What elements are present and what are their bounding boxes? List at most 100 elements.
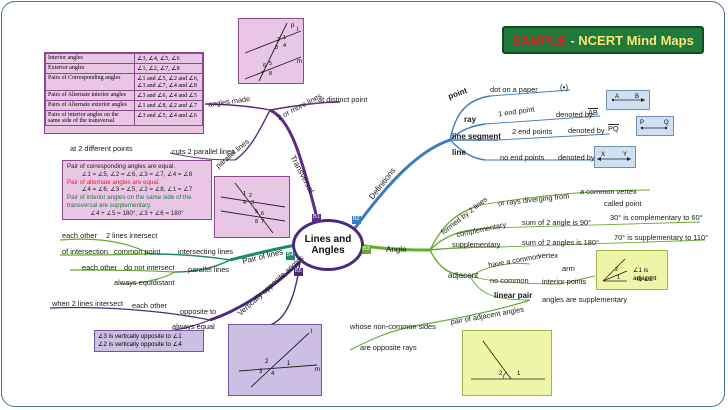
branch-vertically	[209, 260, 302, 322]
link-supplementary	[429, 246, 501, 251]
figure-transversal-svg: p l m 1 2 3 4 5 6 7 8	[244, 22, 302, 82]
label-ray-symbol: AB	[588, 108, 598, 117]
link-linear	[349, 299, 531, 351]
label-two-intersect: 2 lines intersect	[106, 231, 158, 240]
svg-text:1: 1	[517, 371, 521, 377]
branch-transversal	[269, 108, 320, 223]
branch-badge-b4: B4	[286, 252, 295, 260]
link-complementary	[429, 227, 491, 251]
link-opposite	[49, 306, 211, 321]
prop-1: Pair of corresponding angles are equal.	[67, 163, 176, 170]
svg-text:4: 4	[271, 371, 275, 377]
label-seg-symbol: PQ	[608, 124, 619, 133]
link-two-lines	[269, 101, 341, 111]
svg-text:5: 5	[255, 209, 258, 215]
svg-text:8: 8	[269, 71, 272, 77]
link-adj-figure	[559, 275, 596, 285]
label-ray: ray	[464, 115, 477, 124]
angles-table-term: Pairs of interior angles on the same sid…	[44, 110, 136, 126]
link-parallel-lines	[174, 259, 231, 273]
label-angles-supplementary: angles are supplementary	[542, 295, 628, 304]
svg-text:4: 4	[243, 200, 246, 206]
svg-text:A: A	[615, 94, 619, 100]
angles-table-row: Interior angles∠3, ∠4, ∠5, ∠6	[44, 53, 203, 64]
svg-text:2: 2	[249, 193, 252, 199]
angles-table-term: Pairs of Corresponding angles	[44, 73, 136, 91]
adj-note-1: ∠1 is adjacent	[633, 267, 657, 282]
branch-label-angle: Angle	[386, 245, 407, 254]
figure-vo-svg: l m 1 2 3 4	[238, 329, 320, 388]
svg-text:B: B	[635, 94, 639, 100]
label-at-two-points: at 2 different points	[70, 144, 133, 153]
angles-table-row: Pairs of Alternate exterior angles∠1 and…	[44, 100, 203, 111]
label-parallel-lines-2: parallel lines	[188, 265, 230, 274]
link-parallel	[234, 109, 271, 161]
svg-text:7: 7	[261, 71, 264, 77]
svg-text:l: l	[311, 329, 312, 335]
vertical-note-2: ∠2 is vertically opposite to ∠4	[98, 340, 182, 348]
prop-6: transversal are supplementary.	[67, 201, 152, 209]
label-opposite-rays: are opposite rays	[360, 343, 417, 352]
label-cuts-two: cuts 2 parallel lines	[172, 147, 235, 156]
angles-table-term: Exterior angles	[44, 63, 136, 74]
angles-table-term: Pairs of Alternate exterior angles	[44, 100, 136, 111]
svg-text:6: 6	[261, 211, 264, 217]
svg-text:6: 6	[263, 63, 266, 69]
link-formed	[429, 204, 481, 251]
label-at-distinct: at distinct point	[318, 95, 368, 104]
angles-table-row: Pairs of Alternate interior angles∠3 and…	[44, 90, 203, 101]
label-opposite-to: opposite to	[180, 307, 217, 316]
figure-linear-svg: 2 1	[471, 340, 545, 380]
svg-text:1: 1	[243, 191, 246, 197]
title-ncert: - NCERT Mind Maps	[570, 32, 694, 48]
figure-parallel-transversal: 1 2 3 4 5 6 7 8	[214, 176, 290, 238]
figure-transversal-top: p l m 1 2 3 4 5 6 7 8	[238, 18, 304, 84]
angles-table-value: ∠1 and ∠5, ∠2 and ∠6, ∠3 and ∠7, ∠4 and …	[134, 73, 203, 91]
figure-parallel-svg: 1 2 3 4 5 6 7 8	[220, 182, 286, 234]
label-comp-example: 30° is complementary to 60°	[610, 213, 703, 222]
link-ray	[449, 123, 486, 141]
label-line-denoted: denoted by	[558, 153, 595, 162]
label-no-common: no common	[490, 276, 529, 285]
figure-vertically-opposite: l m 1 2 3 4	[228, 324, 322, 396]
link-adj-ext	[469, 263, 561, 301]
link-equidistant	[119, 271, 176, 285]
vertical-note-1: ∠3 is vertically opposite to ∠1	[98, 333, 182, 340]
figure-adjacent: 2 1 ∠1 is adjacent to ∠2	[596, 250, 668, 290]
label-common-vertex: a common vertex	[580, 187, 637, 196]
link-defs-ext	[484, 89, 620, 161]
fig1-m: m	[297, 59, 302, 65]
label-line-segment: line segment	[452, 132, 501, 141]
svg-text:m: m	[315, 367, 320, 373]
svg-text:1: 1	[283, 35, 286, 41]
label-interior-points: interior points	[542, 277, 587, 286]
link-cuts	[169, 152, 236, 161]
label-line: line	[452, 148, 466, 157]
svg-text:2: 2	[277, 37, 280, 43]
label-non-common: whose non-common sides	[350, 322, 436, 331]
label-called-point: called point	[604, 199, 642, 208]
angles-table-value: ∠1, ∠2, ∠7, ∠8	[134, 63, 203, 74]
parallel-properties-box: Pair of corresponding angles are equal. …	[62, 160, 212, 220]
label-supp-example: 70° is supplementary to 110°	[614, 233, 709, 242]
link-adjacent	[429, 249, 471, 277]
prop-2: ∠1 = ∠5, ∠2 = ∠6, ∠3 = ∠7, ∠4 = ∠8	[81, 170, 193, 178]
svg-text:P: P	[640, 120, 644, 126]
svg-text:Y: Y	[623, 152, 627, 158]
link-common	[59, 253, 151, 256]
adj-note-2: to ∠2	[637, 276, 653, 283]
angles-table-term: Interior angles	[44, 53, 136, 64]
link-point	[449, 95, 491, 141]
label-dot: dot on a paper	[490, 85, 538, 94]
label-adjacent: adjacent	[448, 271, 479, 280]
label-each-other-3: each other	[132, 301, 167, 310]
branch-badge-b5: B5	[294, 268, 303, 276]
svg-text:X: X	[601, 152, 605, 158]
fig1-p: p	[291, 23, 295, 29]
